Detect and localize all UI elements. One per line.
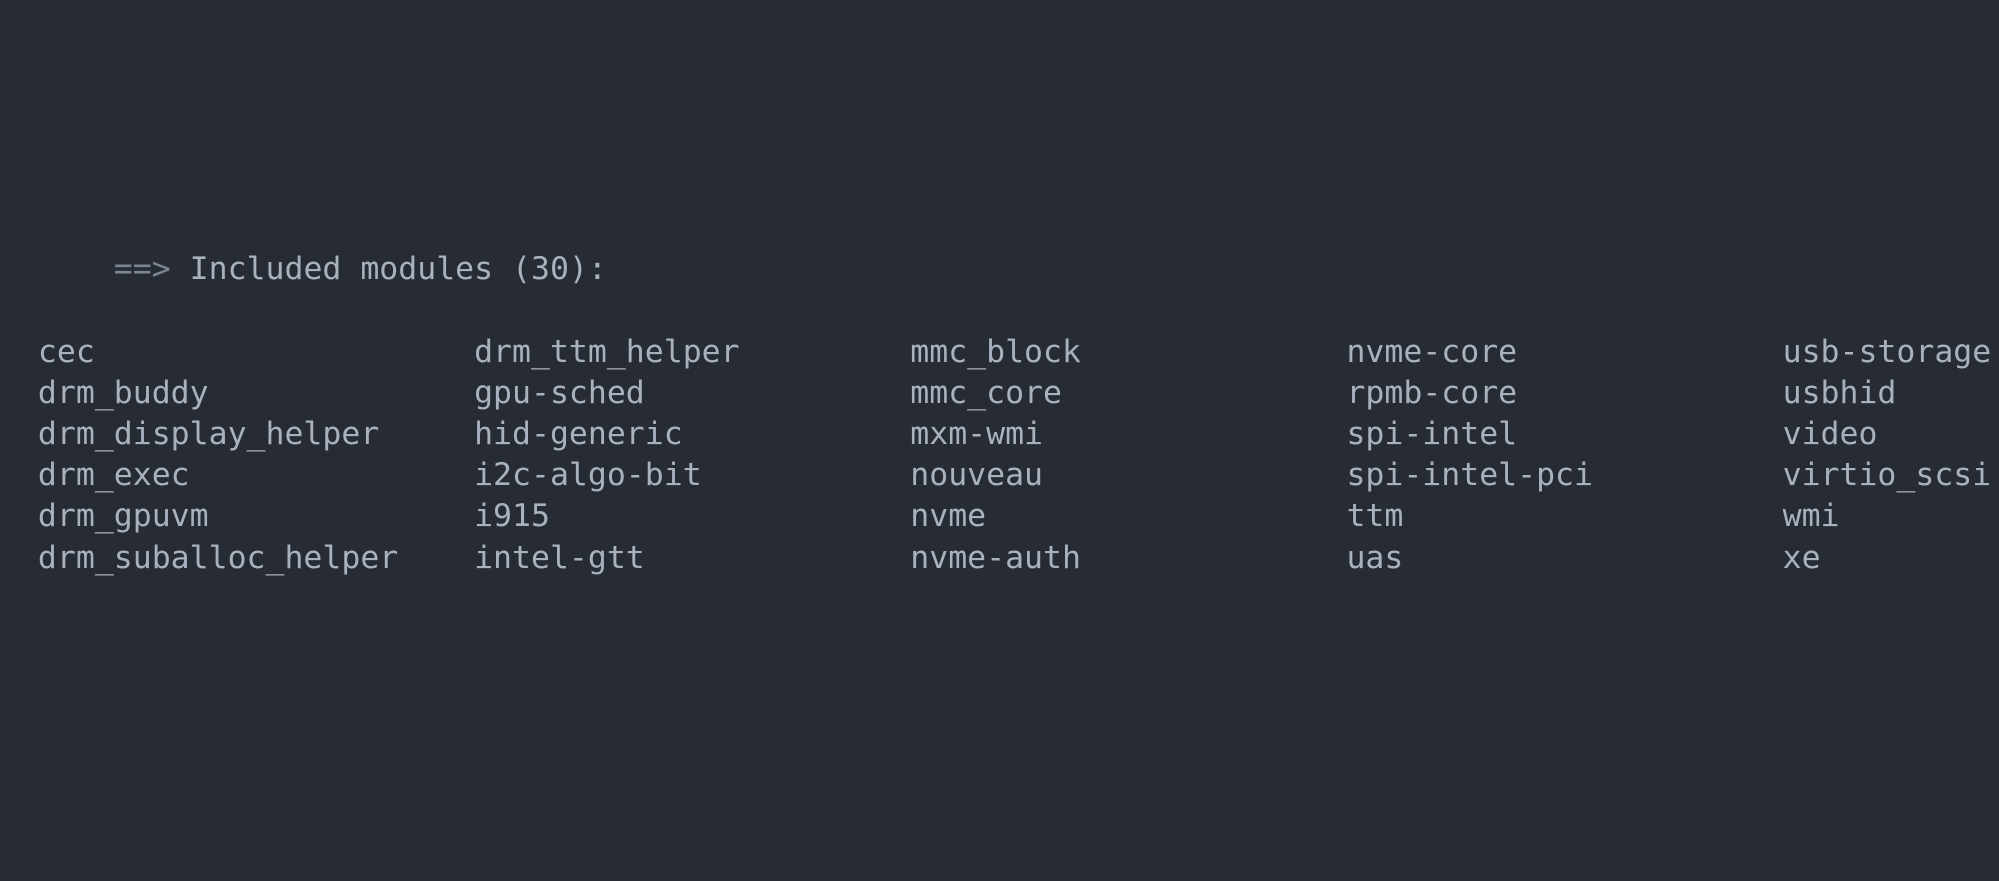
- module-name: cec: [37, 333, 95, 370]
- module-name: mxm-wmi: [910, 415, 1044, 452]
- module-name: rpmb-core: [1346, 374, 1518, 411]
- module-name: i915: [474, 498, 550, 535]
- module-name: ttm: [1346, 498, 1404, 535]
- module-name: drm_gpuvm: [37, 498, 209, 535]
- section-header: Included modules (30):: [189, 251, 607, 288]
- module-name: drm_buddy: [37, 374, 209, 411]
- module-name: video: [1782, 415, 1878, 452]
- module-name: spi-intel-pci: [1346, 457, 1593, 494]
- module-name: hid-generic: [474, 415, 683, 452]
- module-name: intel-gtt: [474, 539, 645, 576]
- module-name: drm_ttm_helper: [474, 333, 740, 370]
- module-name: i2c-algo-bit: [474, 457, 702, 494]
- module-name: nvme-core: [1346, 333, 1518, 370]
- module-name: mmc_core: [910, 374, 1062, 411]
- module-name: drm_exec: [37, 457, 190, 494]
- module-name: nvme: [910, 498, 987, 535]
- module-name: drm_display_helper: [37, 415, 380, 452]
- output-line: cec drm_ttm_helper mmc_block nvme-core usb-s…: [0, 332, 1999, 373]
- output-line: drm_buddy gpu-sched mmc_core rpmb-core usbhi…: [0, 373, 1999, 414]
- module-name: virtio_scsi: [1782, 457, 1992, 494]
- modules-grid: cec drm_ttm_helper mmc_block nvme-core usb-s…: [0, 332, 1999, 579]
- module-name: wmi: [1782, 498, 1840, 535]
- module-name: drm_suballoc_helper: [37, 539, 399, 576]
- prompt-arrow: ==>: [113, 251, 171, 288]
- output-line: ==> Included modules (30):: [0, 208, 1999, 287]
- module-name: nouveau: [910, 457, 1044, 494]
- module-name: nvme-auth: [910, 539, 1081, 576]
- module-name: xe: [1782, 539, 1821, 576]
- output-line: drm_gpuvm i915 nvme ttm wmi: [0, 496, 1999, 537]
- module-name: usbhid: [1782, 374, 1897, 411]
- included-binaries-section: ==>Included binaries (11): blkidfscksetf…: [0, 826, 1999, 881]
- output-line: drm_exec i2c-algo-bit nouveau spi-intel-pci…: [0, 455, 1999, 496]
- module-name: usb-storage: [1782, 333, 1992, 370]
- module-name: uas: [1346, 539, 1404, 576]
- module-name: spi-intel: [1346, 415, 1518, 452]
- included-modules-section: ==> Included modules (30): cec drm_ttm_hel…: [0, 126, 1999, 662]
- output-line: drm_display_helper hid-generic mxm-wmi spi-…: [0, 414, 1999, 455]
- output-line: drm_suballoc_helper intel-gtt nvme-auth uas…: [0, 538, 1999, 579]
- module-name: gpu-sched: [474, 374, 645, 411]
- module-name: mmc_block: [910, 333, 1081, 370]
